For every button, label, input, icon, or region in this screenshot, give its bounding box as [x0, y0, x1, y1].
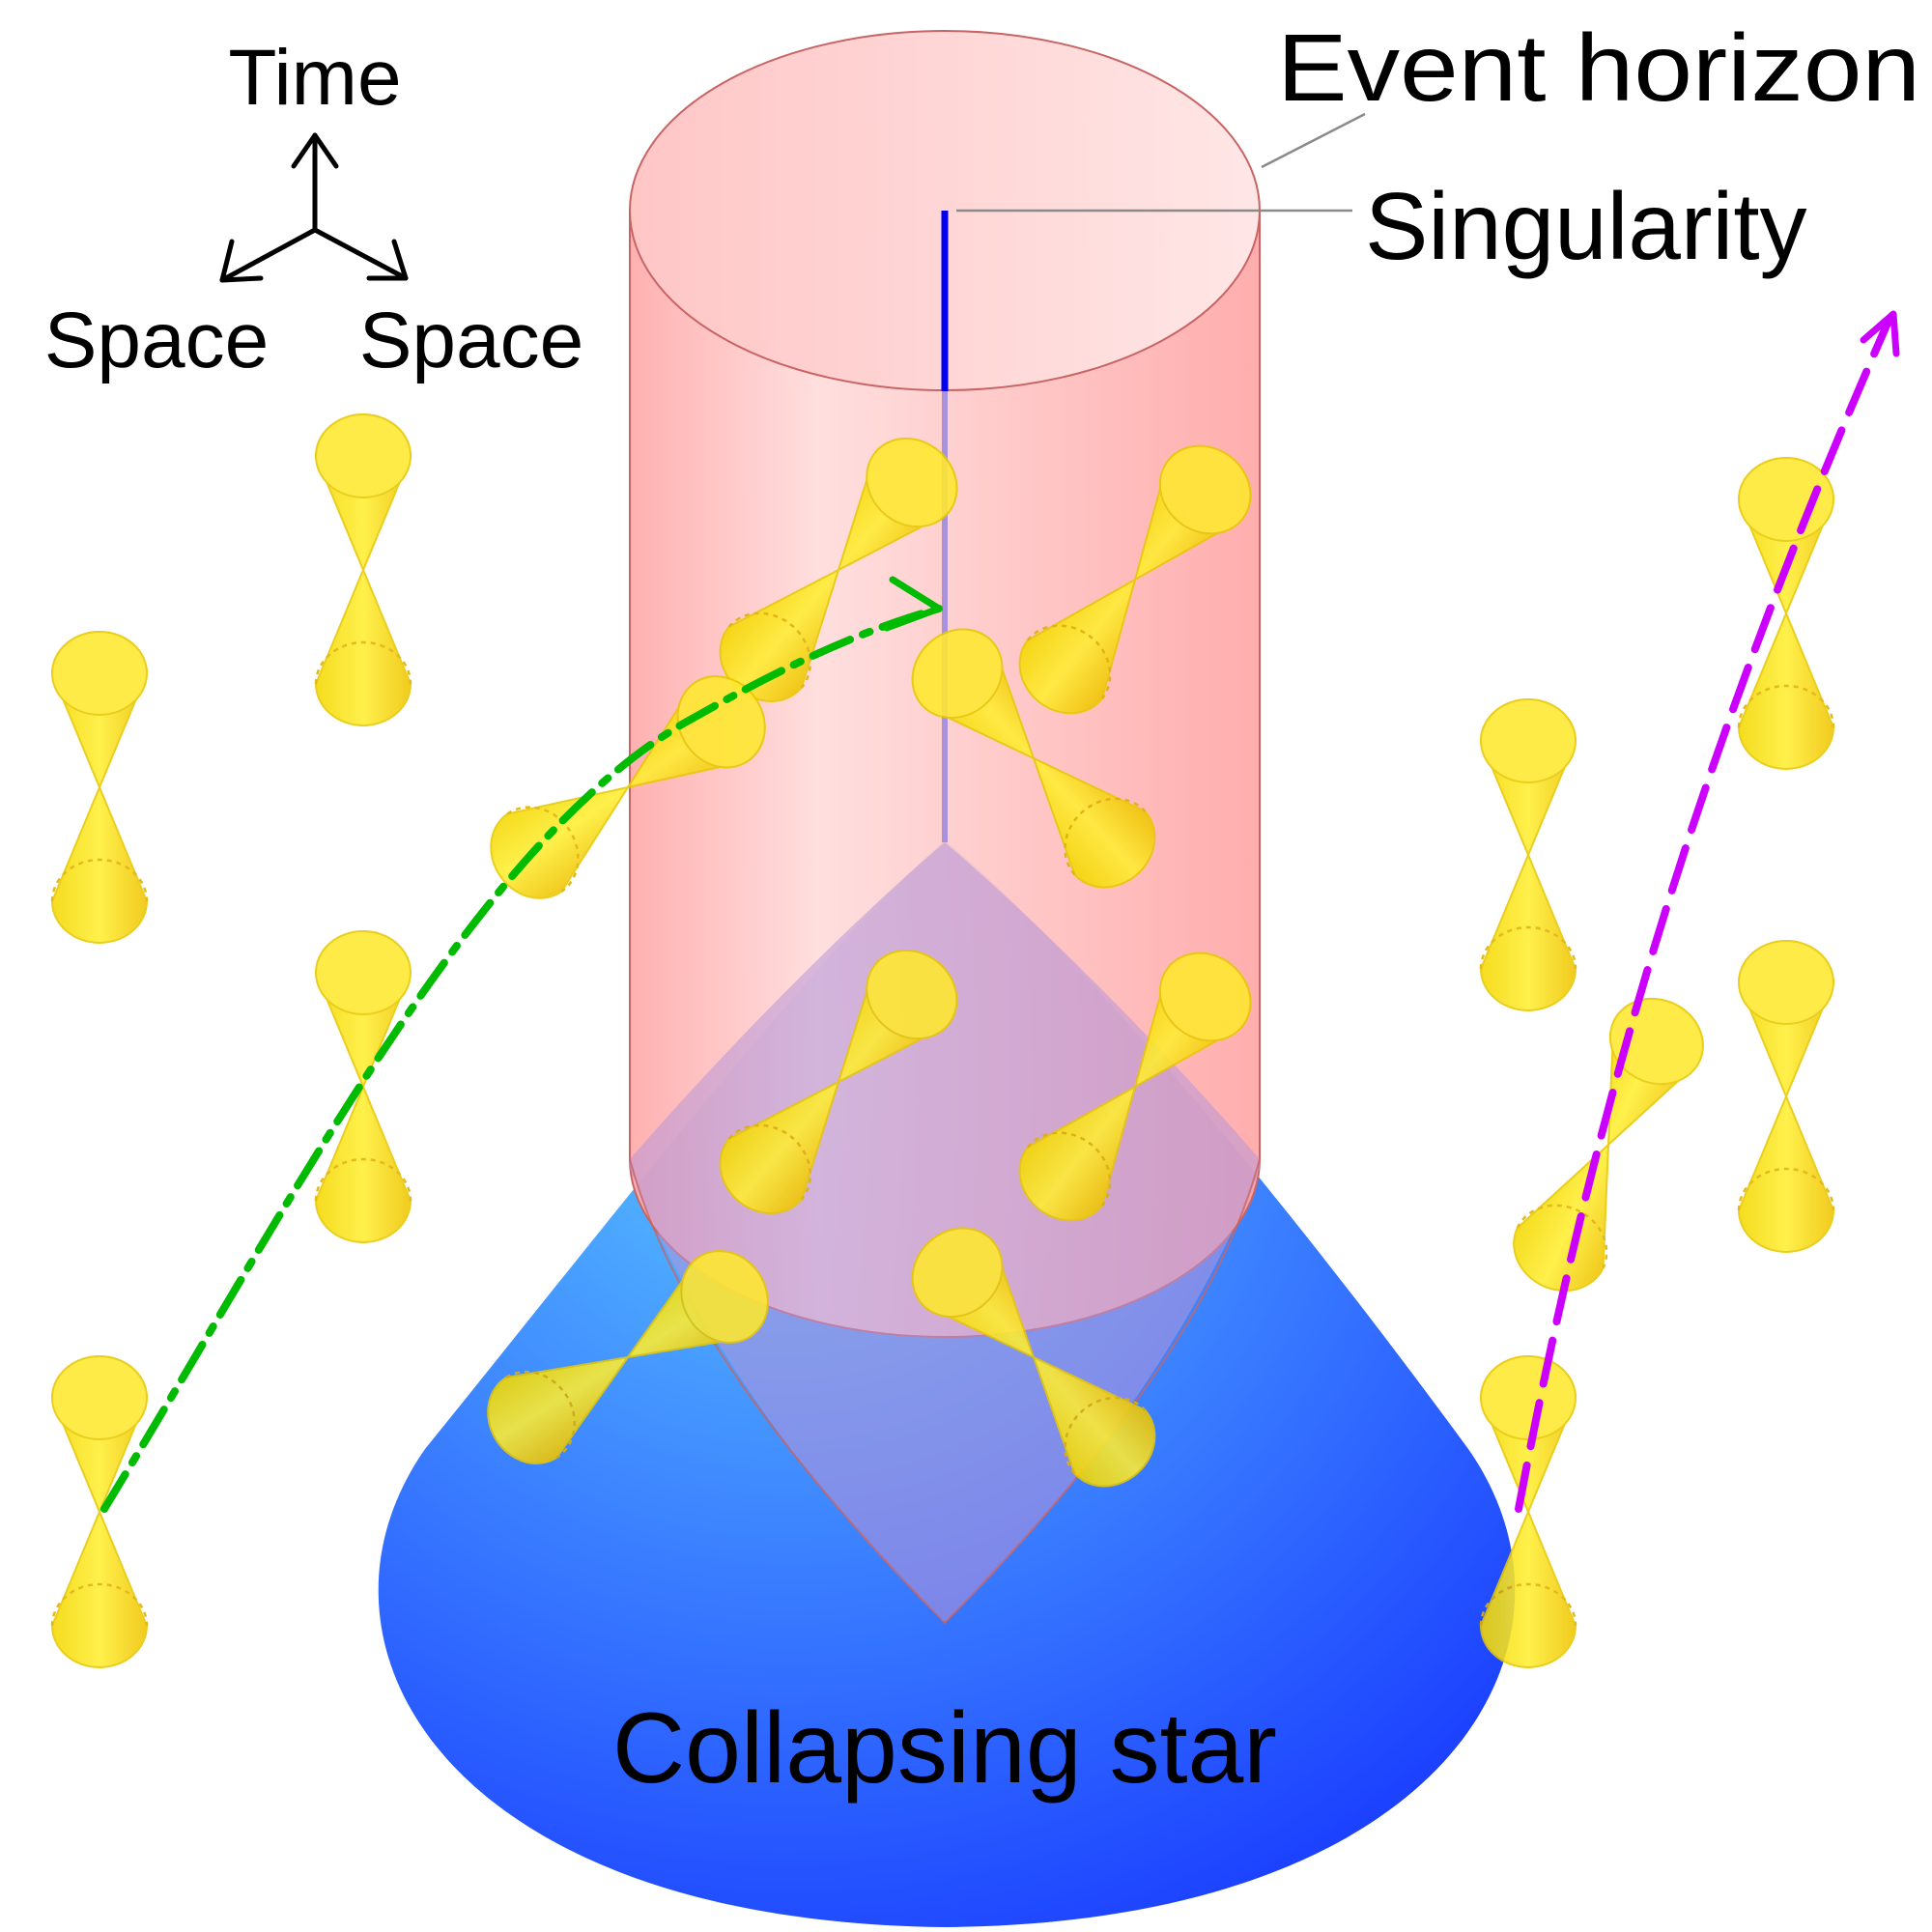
space-axis-left-label: Space — [44, 297, 270, 384]
light-cone — [487, 1250, 769, 1464]
light-cone-past-rim — [1737, 1167, 1835, 1211]
light-cone-future-rim — [51, 631, 148, 716]
light-cone-future-rim — [315, 413, 412, 498]
light-cone — [719, 438, 958, 702]
light-cone-future-rim — [676, 675, 766, 769]
escaping-photon-path — [1515, 315, 1893, 1513]
light-cone-past-rim — [727, 611, 811, 689]
escaping-arrowhead — [1860, 310, 1900, 357]
light-cone-past-rim — [1479, 925, 1577, 970]
light-cone-past-rim — [1026, 624, 1112, 699]
light-cone — [490, 675, 766, 899]
light-cone-past-rim — [505, 1370, 576, 1460]
light-cone — [314, 413, 412, 726]
event-horizon-label: Event horizon — [1277, 14, 1920, 121]
light-cone-future-rim — [911, 628, 1004, 720]
light-cone-future-rim — [1480, 1355, 1577, 1440]
light-cone — [1513, 997, 1704, 1293]
light-cone-future-rim — [680, 1250, 769, 1344]
infalling-observer-path — [100, 605, 943, 1513]
light-cone — [314, 930, 412, 1243]
light-cone-future-rim — [1738, 940, 1834, 1025]
singularity-label: Singularity — [1365, 173, 1807, 279]
light-cone-future-rim — [1608, 997, 1704, 1086]
infalling-arrowhead — [883, 576, 943, 632]
light-cone — [50, 631, 149, 944]
light-cone-past-rim — [1064, 797, 1147, 876]
collapsing-star-label: Collapsing star — [612, 1692, 1277, 1804]
light-cone — [1018, 952, 1252, 1222]
space-axis-left-arrow — [219, 227, 318, 283]
light-cone — [911, 1227, 1156, 1488]
light-cone-past-rim — [50, 858, 149, 902]
light-cone — [1479, 698, 1577, 1011]
space-axis-right-label: Space — [359, 297, 584, 384]
light-cone — [1737, 940, 1835, 1253]
time-axis-head — [291, 132, 339, 169]
light-cone-future-rim — [911, 1227, 1004, 1319]
light-cone-future-rim — [1158, 444, 1252, 535]
space-axis-left-head — [219, 239, 264, 283]
light-cone-past-rim — [1026, 1131, 1112, 1207]
light-cone-past-rim — [314, 1157, 412, 1202]
light-cone-past-rim — [506, 806, 580, 893]
light-cone-future-rim — [51, 1355, 148, 1440]
axes-indicator — [219, 132, 409, 283]
space-axis-right-arrow — [312, 227, 409, 281]
light-cone — [1018, 444, 1252, 715]
light-cone-future-rim — [1738, 457, 1834, 542]
space-axis-right-head — [366, 239, 409, 281]
light-cone-past-rim — [1064, 1396, 1147, 1475]
light-cone — [1479, 1355, 1577, 1668]
light-cone — [719, 950, 958, 1214]
light-cone-future-rim — [1480, 698, 1577, 783]
time-axis-label: Time — [228, 34, 401, 122]
light-cone — [1737, 457, 1835, 770]
light-cone-future-rim — [315, 930, 412, 1015]
light-cone-future-rim — [1158, 952, 1252, 1042]
light-cone-past-rim — [1516, 1204, 1608, 1269]
event-horizon-callout — [1261, 112, 1366, 169]
light-cone-past-rim — [50, 1582, 149, 1627]
light-cone-past-rim — [1479, 1582, 1577, 1627]
light-cones — [50, 413, 1835, 1668]
light-cone-past-rim — [1737, 684, 1835, 728]
light-cone-future-rim — [866, 950, 958, 1040]
light-cone-past-rim — [727, 1123, 811, 1201]
light-cone-past-rim — [314, 640, 412, 685]
light-cone — [50, 1355, 149, 1668]
light-cone — [911, 628, 1156, 889]
light-cone-future-rim — [866, 438, 958, 528]
